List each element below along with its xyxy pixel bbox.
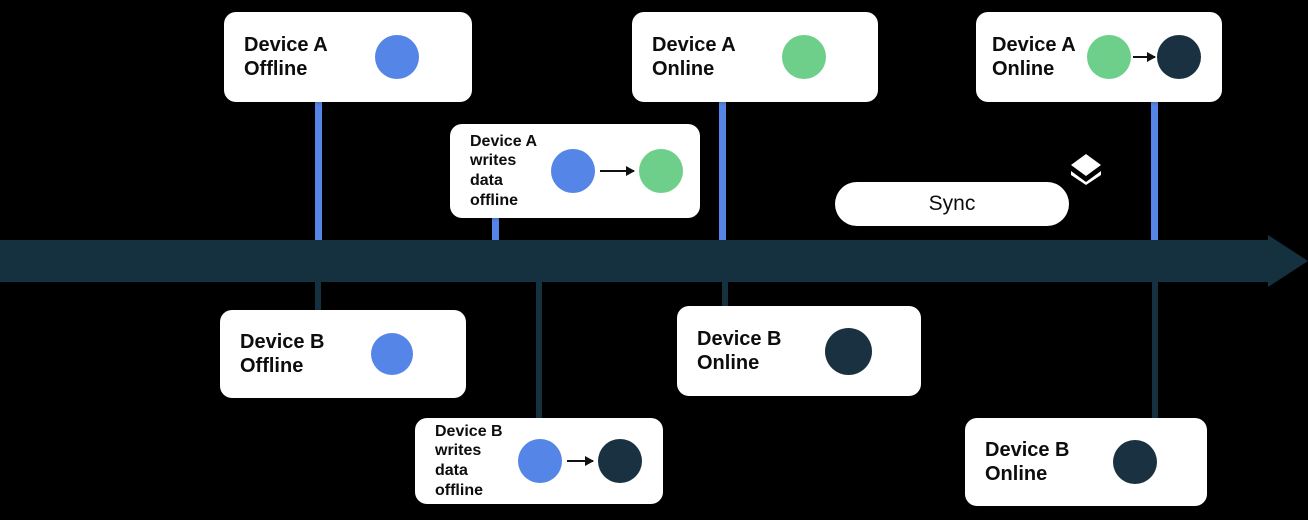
card-device-a-writes-offline-visual [551,149,683,193]
card-device-b-online-synced[interactable]: Device B Online [965,418,1207,506]
card-device-a-writes-offline-label: Device A writes data offline [470,132,537,209]
connector-device-a-writes-offline [492,215,499,245]
card-device-b-online-label: Device B Online [697,327,782,374]
card-device-a-online-synced[interactable]: Device A Online [976,12,1222,102]
state-dot-green [1086,35,1131,79]
card-device-a-online-synced-visual [1082,35,1206,79]
state-dot-blue [371,333,414,375]
state-dot-navy [1113,440,1158,484]
sync-badge[interactable]: Sync [835,182,1069,226]
card-device-b-offline-visual [339,333,447,375]
card-device-a-writes-offline[interactable]: Device A writes data offline [450,124,700,218]
timeline-arrow-icon [1268,235,1308,287]
card-device-b-offline-label: Device B Offline [240,330,325,377]
arrow-right-icon [600,166,635,176]
card-device-b-writes-offline-label: Device B writes data offline [435,422,503,499]
connector-device-a-online [719,100,726,245]
connector-device-b-online [722,278,728,310]
connector-device-a-online-synced [1151,100,1158,245]
card-device-b-online-visual [796,327,902,375]
card-device-b-online-synced-visual [1084,440,1188,484]
card-device-a-online-visual [750,35,858,79]
connector-device-b-writes-offline [536,278,542,422]
connector-device-b-online-synced [1152,278,1158,422]
card-device-b-writes-offline[interactable]: Device B writes data offline [415,418,663,504]
state-dot-green [639,149,683,193]
state-dot-blue [374,35,419,79]
card-device-a-online-synced-label: Device A Online [992,33,1076,80]
state-dot-blue [551,149,595,193]
card-device-a-offline-visual [342,35,452,79]
card-device-a-online-label: Device A Online [652,33,736,80]
card-device-a-offline[interactable]: Device A Offline [224,12,472,102]
state-dot-navy [597,439,642,483]
connector-device-a-offline [315,100,322,245]
state-dot-navy [824,327,872,375]
connector-device-b-offline [315,278,321,312]
arrow-right-icon [1132,52,1156,62]
card-device-b-writes-offline-visual [517,439,643,483]
card-device-b-online-synced-label: Device B Online [985,438,1070,485]
card-device-a-offline-label: Device A Offline [244,33,328,80]
sync-label: Sync [928,192,976,215]
arrow-right-icon [566,456,594,466]
card-device-b-online[interactable]: Device B Online [677,306,921,396]
state-dot-green [781,35,826,79]
state-dot-blue [517,439,562,483]
timeline-bar [0,240,1268,282]
state-dot-navy [1156,35,1201,79]
layers-icon [1068,152,1104,186]
card-device-b-offline[interactable]: Device B Offline [220,310,466,398]
card-device-a-online[interactable]: Device A Online [632,12,878,102]
